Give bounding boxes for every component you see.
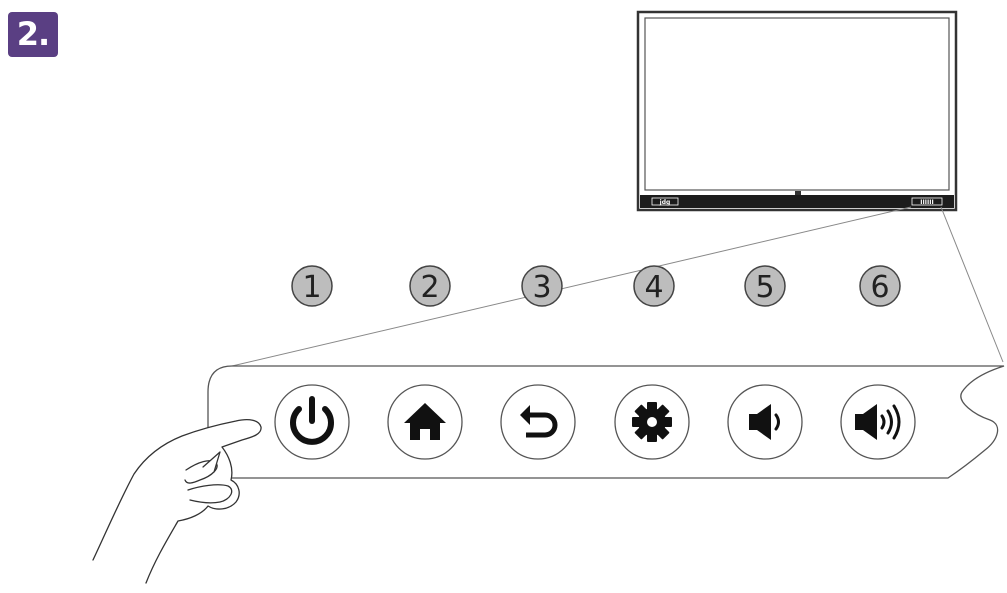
number-label-2: 2 bbox=[409, 265, 451, 307]
volume-up-button[interactable] bbox=[840, 384, 916, 460]
number-label-3: 3 bbox=[521, 265, 563, 307]
number-labels: 1 2 3 4 5 6 bbox=[291, 265, 901, 307]
bezel-control-panel bbox=[911, 197, 943, 206]
volume-down-icon bbox=[749, 404, 780, 440]
number-label-4: 4 bbox=[633, 265, 675, 307]
number-label-6-text: 6 bbox=[870, 270, 889, 305]
volume-up-icon bbox=[855, 404, 901, 440]
home-button[interactable] bbox=[387, 384, 463, 460]
back-button[interactable] bbox=[500, 384, 576, 460]
pointing-hand-illustration bbox=[92, 419, 262, 584]
callout-line-left bbox=[231, 206, 912, 367]
bezel-control-text: IIIIII bbox=[920, 199, 933, 206]
settings-gear-icon bbox=[632, 402, 672, 442]
step-number-badge: 2. bbox=[8, 12, 58, 57]
back-icon bbox=[520, 405, 558, 438]
power-icon bbox=[290, 396, 334, 445]
display-bottom-bezel bbox=[640, 195, 954, 208]
callout-line-right bbox=[940, 206, 1004, 363]
bezel-logo-text: jdg bbox=[659, 199, 671, 206]
number-label-6: 6 bbox=[859, 265, 901, 307]
number-label-5: 5 bbox=[744, 265, 786, 307]
number-label-3-text: 3 bbox=[532, 270, 551, 305]
number-label-2-text: 2 bbox=[420, 270, 439, 305]
number-label-5-text: 5 bbox=[755, 270, 774, 305]
display-illustration: jdg IIIIII bbox=[636, 10, 958, 212]
display-screen bbox=[644, 17, 950, 191]
number-label-1: 1 bbox=[291, 265, 333, 307]
number-label-4-text: 4 bbox=[644, 270, 663, 305]
power-button[interactable] bbox=[274, 384, 350, 460]
volume-down-button[interactable] bbox=[727, 384, 803, 460]
bezel-logo bbox=[651, 197, 679, 206]
home-icon bbox=[404, 403, 446, 440]
settings-button[interactable] bbox=[614, 384, 690, 460]
display-sensor bbox=[795, 191, 801, 195]
number-label-1-text: 1 bbox=[302, 270, 321, 305]
